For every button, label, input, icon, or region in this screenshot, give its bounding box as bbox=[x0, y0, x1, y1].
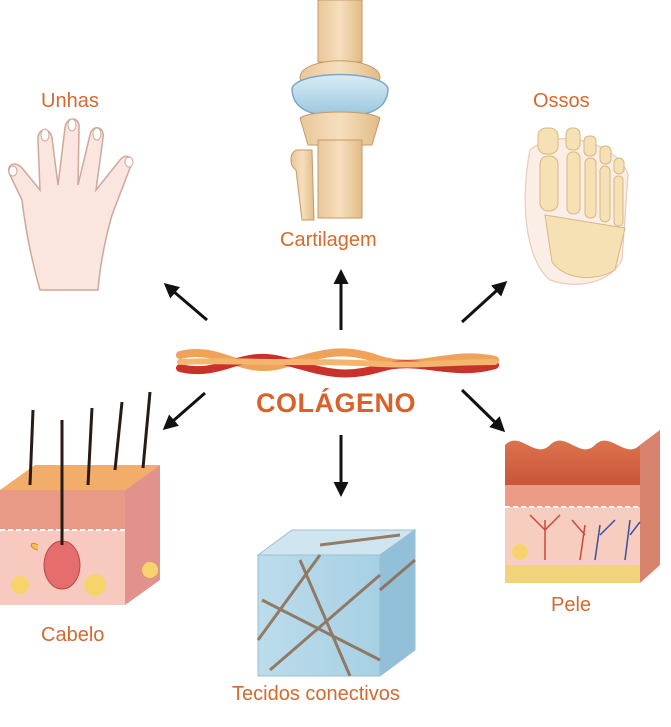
skin-layers-icon bbox=[505, 430, 660, 583]
label-tecidos-conectivos: Tecidos conectivos bbox=[232, 683, 400, 705]
foot-bones-icon bbox=[524, 127, 629, 285]
collagen-fiber-icon bbox=[176, 348, 499, 378]
label-ossos: Ossos bbox=[533, 90, 590, 112]
label-cabelo: Cabelo bbox=[41, 624, 105, 646]
arrow-to-unhas bbox=[163, 283, 208, 322]
hair-follicle-icon bbox=[0, 391, 160, 605]
label-cartilagem: Cartilagem bbox=[280, 229, 377, 251]
connective-tissue-cube-icon bbox=[256, 529, 417, 677]
arrows bbox=[162, 269, 508, 497]
arrow-to-ossos bbox=[460, 280, 508, 324]
arrow-to-cabelo bbox=[162, 391, 206, 430]
label-colageno: COLÁGENO bbox=[256, 388, 417, 418]
knee-joint-icon bbox=[290, 0, 389, 221]
label-unhas: Unhas bbox=[41, 90, 99, 112]
arrow-to-pele bbox=[460, 388, 506, 433]
hand-icon bbox=[8, 118, 134, 291]
label-pele: Pele bbox=[551, 594, 592, 616]
